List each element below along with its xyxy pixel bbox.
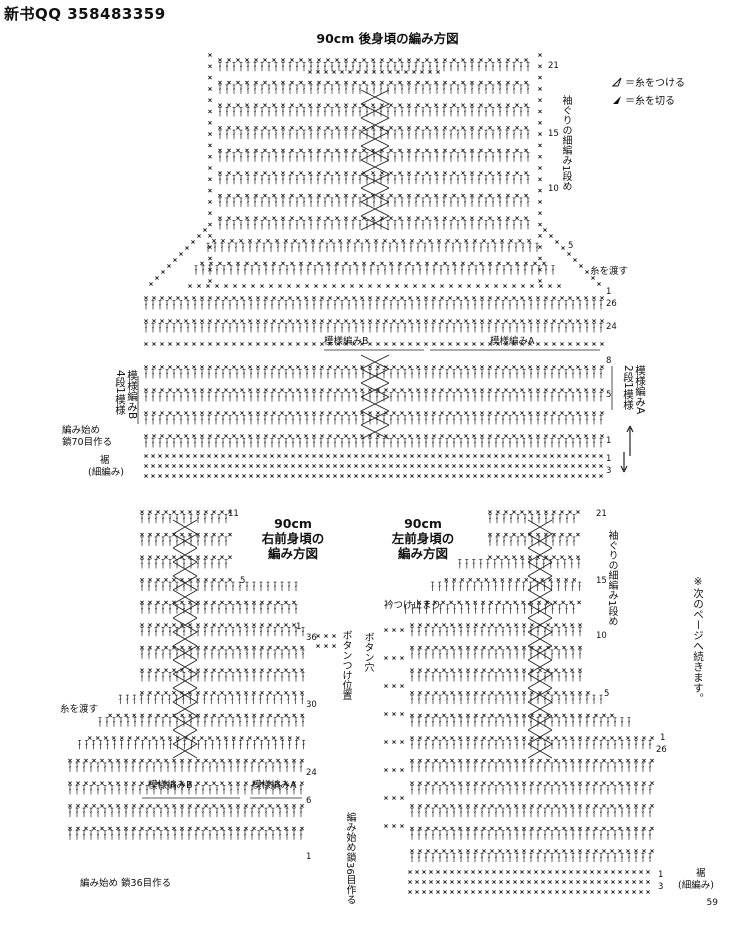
lf-row-5: 5 [604, 689, 610, 699]
back-row-1c: 1 [606, 454, 612, 464]
back-start-line1: 編み始め [62, 425, 101, 436]
back-thread-note: 糸を渡す [590, 266, 629, 277]
rf-row-5: 5 [240, 576, 246, 586]
legend-cut-row: ＝糸を切る [612, 92, 685, 107]
left-front-hem-line1: 裾 [696, 868, 706, 879]
back-row-1: 1 [606, 287, 612, 297]
left-front-title-line2: 左前身頃の [391, 531, 455, 546]
back-row-5b: 5 [606, 390, 612, 400]
left-front-start-note: 編み始め鎖36目作る [344, 812, 355, 905]
right-front-button-note: ボタンつけ位置 [340, 630, 351, 700]
rf-row-11: 11 [228, 509, 239, 519]
back-right-note-b: 模様編みA [634, 365, 646, 415]
lf-row-3: 3 [658, 882, 664, 892]
back-left-note-b: 模様編みB [126, 370, 138, 420]
back-hem-line1: 裾 [100, 455, 110, 466]
open-triangle-icon [612, 77, 622, 86]
right-front-thread-note: 糸を渡す [60, 704, 99, 715]
legend-cut-label: ＝糸を切る [625, 96, 675, 107]
rf-row-6: 6 [306, 796, 312, 806]
back-row-15: 15 [548, 129, 559, 139]
back-row-10: 10 [548, 184, 559, 194]
left-front-armhole-note: 袖ぐりの細編み1段め [606, 530, 617, 627]
back-row-8: 8 [606, 356, 612, 366]
back-stitch-chart [137, 53, 634, 478]
lf-row-26: 26 [656, 745, 667, 755]
right-front-title-line1: 90cm [274, 516, 312, 531]
lf-row-1b: 1 [658, 870, 664, 880]
legend-attach-row: ＝糸をつける [612, 74, 685, 89]
rf-row-24: 24 [306, 768, 317, 778]
left-front-title-line1: 90cm [404, 516, 442, 531]
legend: ＝糸をつける ＝糸を切る [612, 74, 685, 107]
back-row-1b: 1 [606, 436, 612, 446]
filled-triangle-icon [613, 95, 621, 104]
left-front-title: 90cm 左前身頃の 編み方図 [378, 516, 468, 561]
right-front-pattern-a: 模様編みA [252, 780, 297, 791]
back-armhole-note: 袖ぐりの細編み1段め [560, 95, 571, 192]
rf-row-1: 1 [296, 622, 302, 632]
right-front-stitch-chart [68, 510, 336, 840]
side-note: ※次のページへ続きます。 [692, 576, 704, 704]
source-header: 新书QQ 358483359 [4, 5, 166, 23]
back-title: 90cm 後身頃の編み方図 [316, 31, 459, 46]
lf-row-1: 1 [660, 733, 666, 743]
rf-row-1b: 1 [306, 852, 312, 862]
right-front-title: 90cm 右前身頃の 編み方図 [248, 516, 338, 561]
left-front-collar-note: 衿つけ止まり [384, 600, 442, 611]
back-row-3: 3 [606, 466, 612, 476]
back-right-note-a: 2段1模様 [622, 365, 634, 410]
page-number: 59 [706, 898, 718, 908]
legend-attach-label: ＝糸をつける [625, 78, 685, 89]
right-front-start-note: 編み始め 鎖36目作る [80, 878, 172, 889]
rf-row-30: 30 [306, 700, 317, 710]
rf-row-36: 36 [306, 633, 317, 643]
back-row-21: 21 [548, 61, 559, 71]
back-pattern-a: 模様編みA [490, 336, 535, 347]
back-row-24: 24 [606, 322, 617, 332]
back-pattern-b: 模様編みB [324, 336, 369, 347]
left-front-hem-line2: (細編み) [678, 880, 714, 891]
left-front-button-hole: ボタン穴 [362, 632, 373, 672]
back-row-5: 5 [568, 241, 574, 251]
right-front-title-line3: 編み方図 [267, 546, 318, 561]
lf-row-10: 10 [596, 631, 607, 641]
back-left-note-a: 4段1模様 [114, 370, 126, 415]
back-start-line2: 鎖70目作る [62, 437, 113, 448]
right-front-pattern-b: 模様編みB [148, 780, 193, 791]
left-front-stitch-chart [384, 510, 654, 894]
back-hem-line2: (細編み) [88, 467, 124, 478]
lf-row-15: 15 [596, 576, 607, 586]
left-front-title-line3: 編み方図 [397, 546, 448, 561]
back-row-26: 26 [606, 299, 617, 309]
right-front-title-line2: 右前身頃の [261, 531, 325, 546]
lf-row-21: 21 [596, 509, 607, 519]
